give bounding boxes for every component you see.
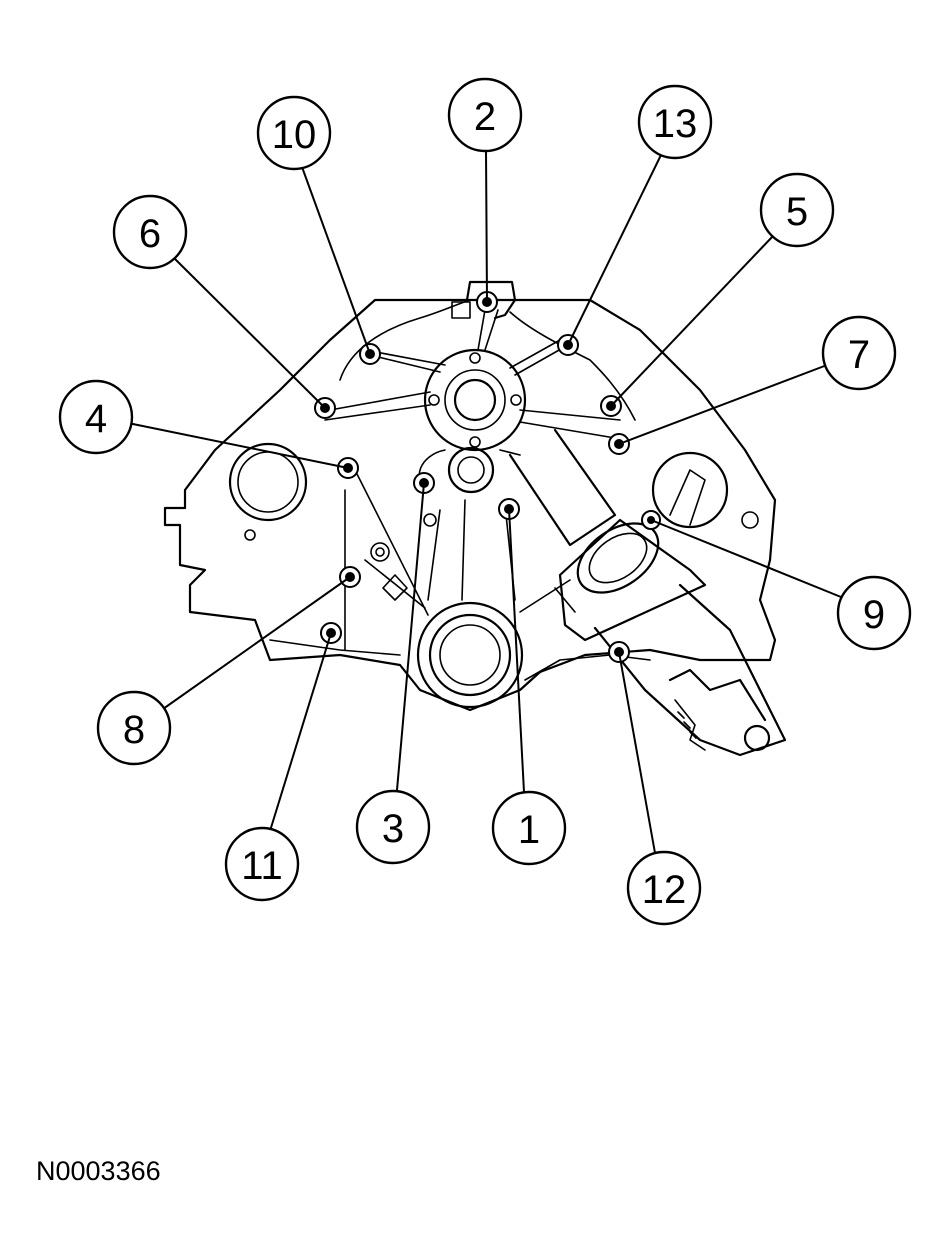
leader-3	[396, 482, 425, 791]
sensor-assembly	[508, 428, 787, 757]
leader-8	[162, 576, 351, 710]
right-boss	[651, 451, 729, 529]
callout-11-label: 11	[241, 844, 283, 888]
callout-1-label: 1	[518, 808, 540, 852]
callout-13-label: 13	[653, 102, 698, 146]
alignment-marks	[370, 513, 437, 601]
leader-11	[269, 632, 332, 832]
callout-9: 9	[836, 575, 912, 651]
callout-4-label: 4	[85, 397, 107, 441]
callout-8-label: 8	[123, 708, 145, 752]
callout-10: 10	[256, 95, 332, 171]
callout-4: 4	[58, 379, 134, 455]
callout-6: 6	[112, 194, 188, 270]
leader-13	[567, 154, 662, 346]
callout-13: 13	[637, 84, 713, 160]
leader-10	[301, 166, 371, 355]
leader-1	[508, 508, 525, 793]
callouts: 1 2 3 4 5 6 7 8 9 10 11 12 13	[58, 77, 912, 926]
water-pump-hub	[423, 348, 527, 452]
callout-8: 8	[96, 690, 172, 766]
figure-id: N0003366	[36, 1156, 161, 1186]
leader-2	[485, 149, 488, 303]
thermostat-housing	[418, 446, 521, 494]
callout-2-label: 2	[474, 95, 496, 139]
leader-lines	[127, 149, 842, 854]
callout-1: 1	[491, 790, 567, 866]
crankshaft-seal-bore	[344, 469, 571, 709]
callout-12: 12	[626, 850, 702, 926]
leader-9	[650, 519, 842, 598]
callout-5: 5	[759, 172, 835, 248]
leader-5	[610, 235, 774, 407]
cover-ribs	[324, 280, 636, 439]
callout-2: 2	[447, 77, 523, 153]
leader-7	[618, 364, 828, 445]
callout-10-label: 10	[272, 113, 317, 157]
callout-9-label: 9	[863, 593, 885, 637]
front-cover-outline	[163, 298, 777, 712]
leader-12	[618, 651, 656, 854]
left-boss	[228, 442, 308, 522]
callout-6-label: 6	[139, 212, 161, 256]
leader-6	[173, 257, 326, 409]
callout-3-label: 3	[382, 807, 404, 851]
leader-4	[127, 422, 349, 469]
callout-12-label: 12	[642, 868, 687, 912]
callout-5-label: 5	[786, 190, 808, 234]
callout-7-label: 7	[848, 333, 870, 377]
callout-7: 7	[821, 315, 897, 391]
callout-11: 11	[224, 826, 300, 902]
callout-3: 3	[355, 789, 431, 865]
